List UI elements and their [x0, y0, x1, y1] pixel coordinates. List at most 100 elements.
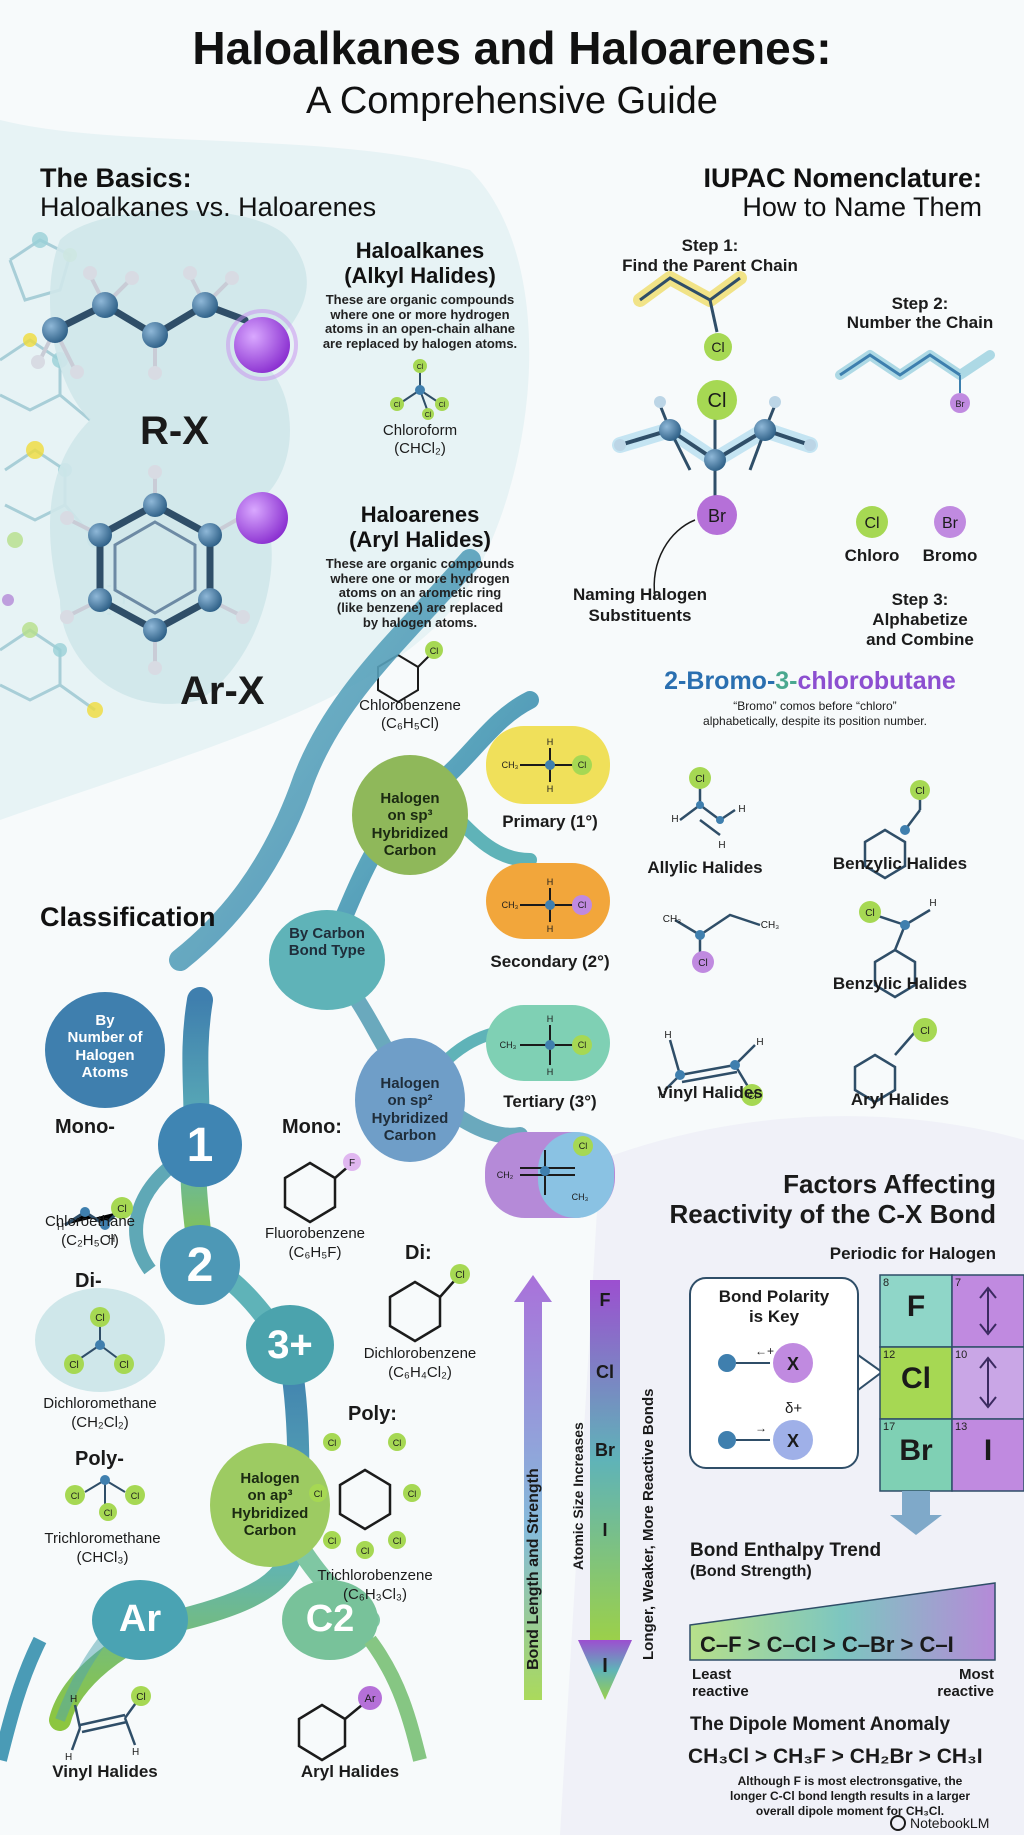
column-i-1: I	[602, 1520, 608, 1540]
naming-label-1: Naming Halogen	[572, 585, 708, 604]
axis-atomic-size: Atomic Size Increases	[570, 1422, 586, 1570]
most-label: Most	[959, 1666, 994, 1683]
svg-text:Cl: Cl	[865, 908, 874, 919]
svg-text:Cl: Cl	[393, 1536, 402, 1546]
svg-text:Cl: Cl	[578, 1040, 587, 1050]
svg-text:H: H	[718, 840, 725, 851]
svg-text:Cl: Cl	[69, 1360, 78, 1371]
least-label-2: reactive	[692, 1683, 749, 1700]
by-number-line4: Atoms	[81, 1063, 129, 1081]
svg-text:←+: ←+	[755, 1344, 774, 1358]
sp3-node-line1: Halogen	[380, 790, 440, 807]
svg-text:H: H	[547, 877, 554, 887]
haloarenes-title: Haloarenes	[360, 502, 480, 527]
page-subtitle: A Comprehensive Guide	[306, 80, 718, 122]
enthalpy-order: C–F > C–Cl > C–Br > C–I	[700, 1632, 954, 1657]
number-2-node: 2	[186, 1239, 214, 1292]
svg-text:Cl: Cl	[695, 774, 704, 785]
svg-text:Cl: Cl	[711, 339, 724, 355]
example-chloro-part: chlorobutane	[797, 667, 956, 695]
iupac-subheading: How to Name Them	[742, 192, 982, 222]
aryl-sp-node: Halogen on ap³ Hybridized Carbon	[222, 1470, 318, 1539]
svg-text:CH₃: CH₃	[500, 1040, 517, 1050]
haloalkanes-block: Haloalkanes (Alkyl Halides) These are or…	[300, 238, 540, 352]
svg-text:Cl: Cl	[71, 1491, 80, 1501]
di-right-name: Dichlorobenzene	[363, 1345, 477, 1362]
svg-text:CH₃: CH₃	[663, 914, 682, 925]
axis-bond-length: Bond Length and Strength	[525, 1468, 542, 1670]
svg-text:H: H	[65, 1752, 72, 1763]
aryl-sp-line4: Carbon	[243, 1521, 297, 1539]
least-label: Least	[692, 1666, 732, 1683]
haloarenes-desc-5: by halogen atoms.	[362, 615, 478, 631]
poly-right-label: Poly:	[348, 1403, 397, 1425]
basics-heading: The Basics:	[40, 163, 192, 193]
cell-num-17: 17	[883, 1421, 896, 1433]
svg-text:Cl: Cl	[95, 1313, 104, 1324]
dipole-note-1: Although F is most electronsgative, the	[737, 1774, 963, 1788]
sp2-node-line1: Halogen	[380, 1075, 440, 1092]
polarity-label-2: is Key	[748, 1307, 800, 1326]
svg-text:Cl: Cl	[393, 1438, 402, 1448]
iupac-example-name: 2-Bromo-3-chlorobutane	[600, 667, 1020, 696]
svg-text:CH₃: CH₃	[502, 760, 519, 770]
dipole-note-3: overall dipole moment for CH₃Cl.	[755, 1804, 945, 1818]
svg-text:H: H	[664, 1030, 671, 1041]
svg-text:H: H	[547, 1014, 554, 1024]
svg-text:H: H	[929, 898, 936, 909]
by-number-line2: Number of	[67, 1029, 143, 1047]
column-i-2: I	[602, 1655, 608, 1677]
svg-text:Cl: Cl	[578, 760, 587, 770]
chlorobenzene-name: Chlorobenzene	[359, 697, 461, 714]
svg-text:H: H	[756, 1037, 763, 1048]
example-number-part: 3-	[775, 667, 798, 695]
haloarenes-desc-2: where one or more hydrogen	[330, 570, 510, 586]
benzylic-label-1: Benzylic Halides	[832, 854, 968, 873]
chloroform-formula: (CHCl₂)	[394, 440, 446, 457]
step3-label: Step 3:	[891, 590, 949, 609]
svg-text:F: F	[349, 1158, 355, 1169]
sp3-node-line4: Carbon	[383, 841, 437, 859]
haloalkanes-subtitle: (Alkyl Halides)	[344, 263, 496, 289]
cell-num-10: 10	[955, 1349, 968, 1361]
haloarenes-desc-1: These are organic compounds	[325, 555, 515, 571]
svg-text:Cl: Cl	[425, 412, 432, 419]
sp3-node-line2: on sp³	[387, 807, 433, 825]
svg-text:Cl: Cl	[430, 646, 439, 656]
svg-text:H: H	[658, 1090, 665, 1101]
column-cl: Cl	[596, 1362, 614, 1382]
secondary-label: Secondary (2°)	[490, 952, 610, 971]
vinyl-label: Vinyl Halides	[657, 1083, 763, 1102]
tertiary-label: Tertiary (3°)	[503, 1092, 597, 1111]
poly-left-formula: (CHCl₃)	[76, 1549, 129, 1566]
vinyl-bottom-label: Vinyl Halides	[52, 1762, 158, 1781]
chloroform-name: Chloroform	[382, 422, 458, 439]
svg-text:H: H	[70, 1694, 77, 1705]
svg-text:H: H	[547, 1067, 554, 1077]
svg-text:Cl: Cl	[394, 402, 401, 409]
svg-text:H: H	[132, 1747, 139, 1758]
by-carbon-node: By Carbon Bond Type	[288, 925, 366, 960]
basics-subheading: Haloalkanes vs. Haloarenes	[40, 192, 377, 222]
svg-text:H: H	[547, 784, 554, 794]
column-br: Br	[594, 1440, 615, 1460]
step1-text: Find the Parent Chain	[622, 256, 798, 275]
svg-text:CH₂: CH₂	[497, 1170, 514, 1180]
sp2-node-line3: Hybridized	[371, 1109, 449, 1127]
cell-sym-cl: Cl	[901, 1362, 931, 1395]
iupac-note-2: alphabetically, despite its position num…	[703, 714, 927, 728]
sp3-node-line3: Hybridized	[371, 824, 449, 842]
aryl-label: Aryl Halides	[850, 1090, 950, 1109]
reactivity-heading-2: Reactivity of the C-X Bond	[669, 1199, 996, 1229]
step2-label: Step 2:	[891, 294, 949, 313]
svg-text:Cl: Cl	[119, 1360, 128, 1371]
cell-num-13: 13	[955, 1421, 968, 1433]
svg-text:H: H	[547, 924, 554, 934]
step3-text-2: and Combine	[866, 630, 974, 649]
svg-text:Cl: Cl	[408, 1489, 417, 1499]
haloalkanes-desc-3: atoms in an open-chain alhane	[325, 321, 515, 337]
sp2-node-line4: Carbon	[383, 1126, 437, 1144]
svg-text:Cl: Cl	[708, 390, 727, 412]
